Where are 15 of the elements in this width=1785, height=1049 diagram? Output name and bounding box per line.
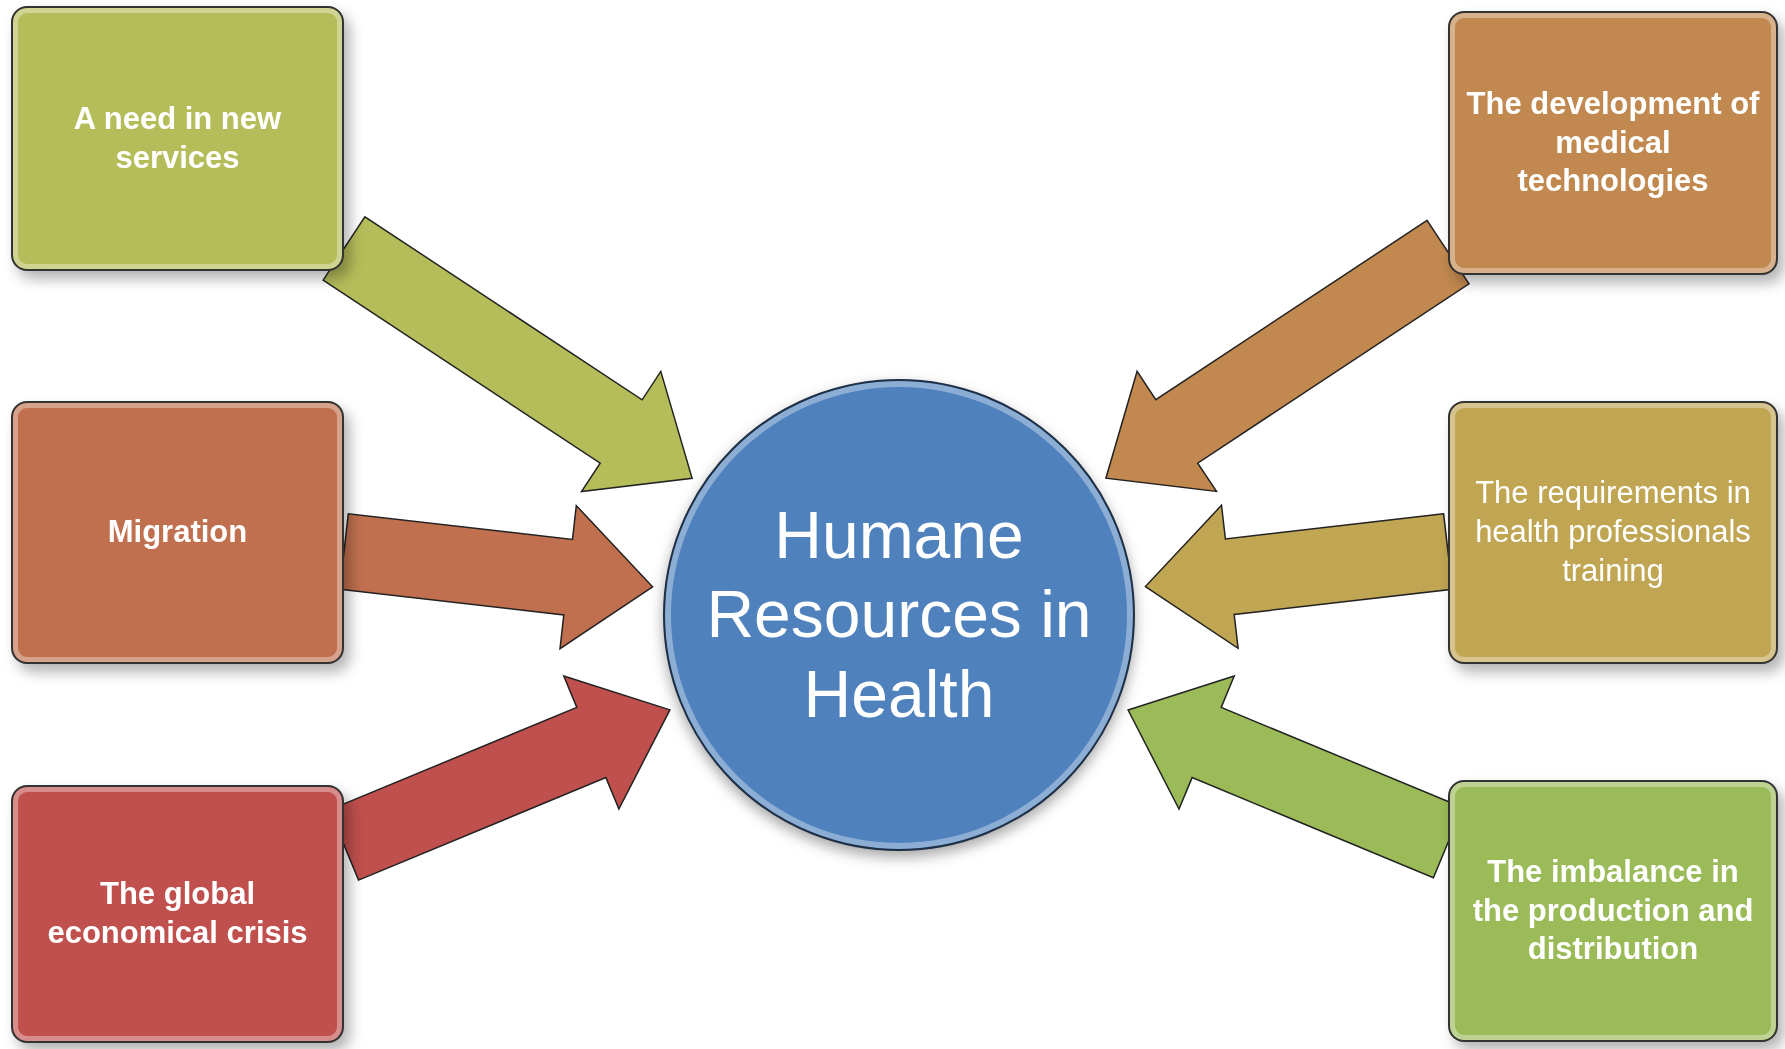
box-label: The global economical crisis [46, 875, 309, 952]
factor-box [1448, 11, 1778, 275]
factor-box [11, 401, 344, 664]
box-label: A need in new services [72, 99, 283, 177]
factor-box [1448, 780, 1778, 1042]
box-label: Migration [107, 513, 248, 552]
factor-box [11, 785, 344, 1043]
factor-box [1448, 401, 1778, 664]
block-arrow [1104, 219, 1471, 493]
block-arrow [322, 215, 694, 493]
box-label: The requirements in health professionals training [1474, 474, 1752, 590]
center-title: Humane Resources in Health [705, 497, 1093, 733]
box-label: The development of medical technologies [1466, 84, 1760, 201]
box-label: The imbalance in the production and distribution [1471, 852, 1755, 969]
factor-box [11, 6, 344, 271]
